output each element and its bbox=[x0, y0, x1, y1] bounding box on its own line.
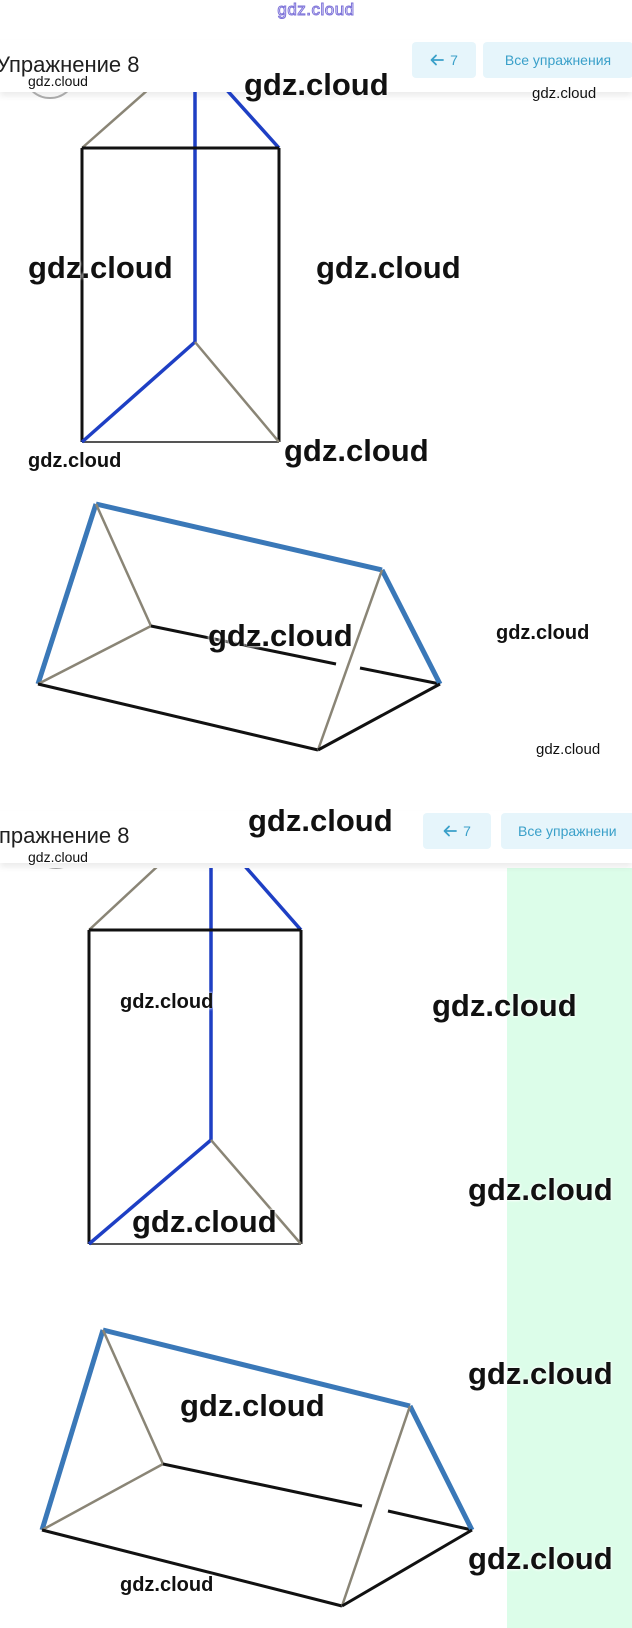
exercise-header: Упражнение 8 7 Все упражнения bbox=[0, 40, 632, 92]
prism2-hidden-edge bbox=[359, 666, 441, 686]
watermark: gdz.cloud bbox=[468, 1172, 613, 1207]
prism2-top-edge bbox=[95, 501, 383, 573]
watermark: gdz.cloud bbox=[28, 450, 122, 472]
prism-top-edge bbox=[226, 92, 281, 150]
prism2-side-edge bbox=[316, 569, 384, 751]
watermark: gdz.cloud bbox=[208, 618, 353, 653]
watermark: gdz.cloud bbox=[316, 250, 461, 285]
watermark: gdz.cloud bbox=[536, 741, 601, 758]
prism2-top-edge bbox=[102, 1327, 411, 1409]
prev-exercise-label: 7 bbox=[450, 52, 458, 68]
prism2-back-edge bbox=[37, 624, 152, 686]
prism-edge bbox=[88, 868, 158, 931]
prism2-bottom-edge bbox=[317, 682, 441, 752]
circle-fragment bbox=[31, 92, 69, 99]
prism-edge bbox=[81, 92, 148, 149]
prism2-bottom-edge bbox=[341, 1528, 473, 1608]
prism2-back-edge bbox=[101, 1329, 165, 1465]
prism2-side-edge bbox=[379, 568, 443, 686]
arrow-left-icon bbox=[430, 54, 444, 66]
prism2-front-edge bbox=[35, 503, 99, 685]
page-title: Упражнение 8 bbox=[0, 52, 140, 77]
watermark: gdz.cloud bbox=[248, 803, 393, 838]
prism-drawing-2 bbox=[39, 868, 475, 1608]
prism2-bottom-edge bbox=[41, 1528, 343, 1608]
all-exercises-button[interactable]: Все упражнения bbox=[483, 42, 632, 78]
watermark: gdz.cloud bbox=[496, 622, 590, 644]
arrow-left-icon bbox=[443, 825, 457, 837]
prev-exercise-button-repeat[interactable]: 7 bbox=[423, 813, 491, 849]
watermark: gdz.cloud bbox=[468, 1356, 613, 1391]
site-logo[interactable]: gdz.cloud bbox=[277, 0, 355, 20]
prism2-side-edge bbox=[407, 1404, 475, 1532]
prism-base-edge bbox=[210, 1139, 302, 1245]
watermark: gdz.cloud bbox=[432, 988, 577, 1023]
watermark: gdz.cloud bbox=[532, 85, 597, 102]
side-panel bbox=[507, 868, 632, 1628]
watermark: gdz.cloud bbox=[180, 1388, 325, 1423]
prism2-back-edge bbox=[94, 503, 153, 627]
prism2-hidden-edge bbox=[387, 1509, 473, 1532]
watermark: gdz.cloud bbox=[28, 73, 88, 89]
prism-drawing-1 bbox=[31, 92, 443, 752]
prev-exercise-button[interactable]: 7 bbox=[412, 42, 476, 78]
watermark: gdz.cloud bbox=[244, 67, 389, 102]
prism2-hidden-edge bbox=[150, 624, 337, 666]
prism-base-edge bbox=[87, 1138, 213, 1246]
page-title-repeat: Упражнение 8 bbox=[0, 823, 130, 848]
prism2-side-edge bbox=[340, 1405, 412, 1607]
watermark: gdz.cloud bbox=[284, 433, 429, 468]
exercise-header-repeat: Упражнение 8 7 Все упражнени bbox=[0, 811, 632, 863]
watermark: gdz.cloud bbox=[120, 1574, 214, 1596]
prism2-back-edge bbox=[41, 1462, 164, 1532]
watermark: gdz.cloud bbox=[28, 250, 173, 285]
prism-base-edge bbox=[80, 340, 197, 444]
all-exercises-button-repeat[interactable]: Все упражнени bbox=[501, 813, 632, 849]
prism-base-edge bbox=[194, 341, 280, 443]
watermark: gdz.cloud bbox=[468, 1541, 613, 1576]
watermark: gdz.cloud bbox=[28, 849, 88, 865]
prism-top-edge bbox=[244, 868, 303, 932]
prism2-hidden-edge bbox=[162, 1462, 363, 1508]
prism2-front-edge bbox=[39, 1329, 106, 1531]
watermark: gdz.cloud bbox=[120, 991, 214, 1013]
watermark: gdz.cloud bbox=[132, 1204, 277, 1239]
prev-exercise-label-repeat: 7 bbox=[463, 823, 471, 839]
prism2-bottom-edge bbox=[37, 682, 319, 752]
